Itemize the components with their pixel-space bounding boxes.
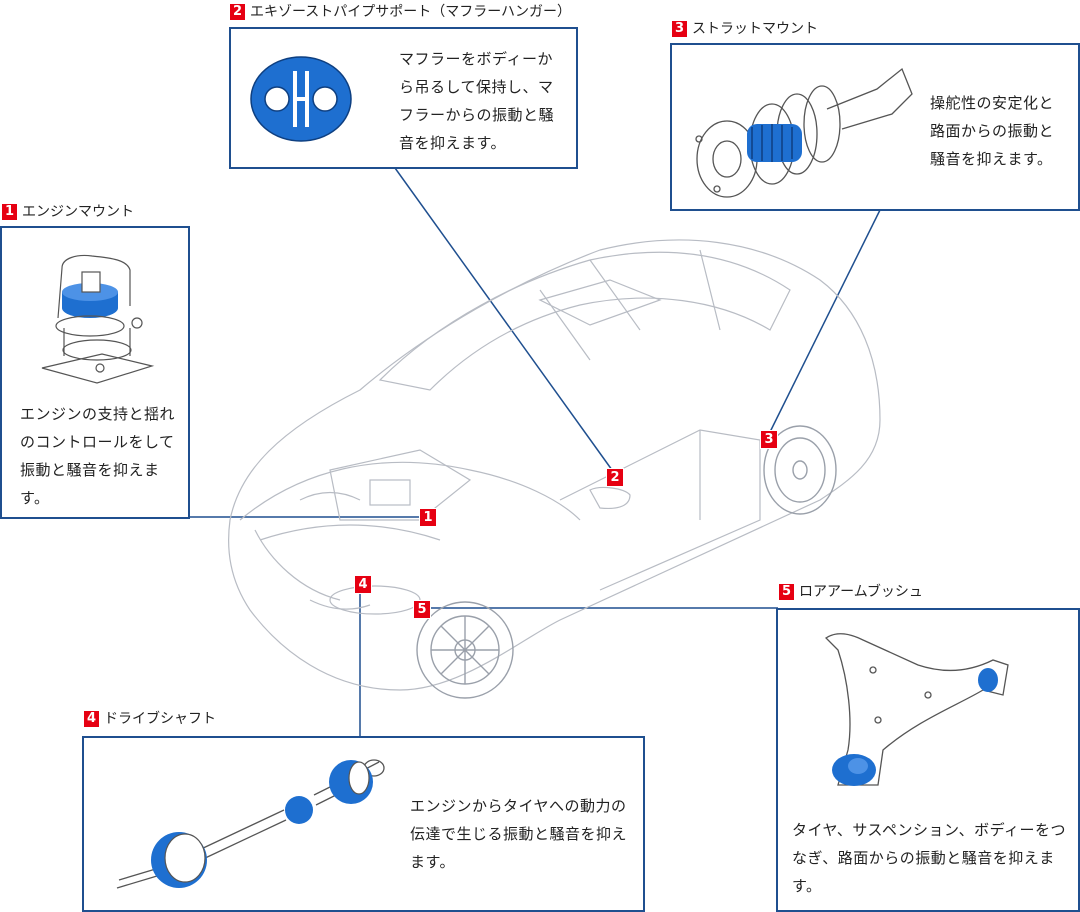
part-4-label: 4 ドライブシャフト	[84, 710, 216, 728]
part-4-box: エンジンからタイヤへの動力の伝達で生じる振動と騒音を抑えます。	[82, 736, 645, 912]
marker-5: 5	[413, 600, 431, 619]
part-3-box: 操舵性の安定化と路面からの振動と騒音を抑えます。	[670, 43, 1080, 211]
part-5-description: タイヤ、サスペンション、ボディーをつなぎ、路面からの振動と騒音を抑えます。	[792, 821, 1067, 895]
part-1-number: 1	[2, 204, 17, 220]
part-5-label: 5 ロアアームブッシュ	[779, 583, 923, 601]
part-3-label: 3 ストラットマウント	[672, 20, 818, 38]
drive-shaft-icon	[116, 759, 385, 889]
marker-1: 1	[419, 508, 437, 527]
part-1-description: エンジンの支持と揺れのコントロールをして振動と騒音を抑えます。	[20, 405, 176, 507]
marker-3: 3	[760, 430, 778, 449]
part-3-number: 3	[672, 21, 687, 37]
part-2-number: 2	[230, 4, 245, 20]
marker-4: 4	[354, 575, 372, 594]
part-1-title: エンジンマウント	[22, 204, 134, 220]
connector-line-3	[769, 209, 881, 433]
part-3-title: ストラットマウント	[692, 21, 818, 37]
part-5-title: ロアアームブッシュ	[799, 584, 923, 600]
part-5-box: タイヤ、サスペンション、ボディーをつなぎ、路面からの振動と騒音を抑えます。	[776, 608, 1080, 912]
part-4-title: ドライブシャフト	[104, 711, 216, 727]
part-1-box: エンジンの支持と揺れのコントロールをして振動と騒音を抑えます。	[0, 226, 190, 519]
part-2-description: マフラーをボディーから吊るして保持し、マフラーからの振動と騒音を抑えます。	[399, 50, 555, 152]
engine-mount-icon	[41, 254, 155, 384]
part-2-label: 2 エキゾーストパイプサポート（マフラーハンガー）	[230, 3, 571, 21]
part-2-title: エキゾーストパイプサポート（マフラーハンガー）	[250, 4, 572, 20]
muffler-hanger-icon	[250, 56, 352, 142]
strut-mount-icon	[695, 67, 913, 198]
part-4-description: エンジンからタイヤへの動力の伝達で生じる振動と騒音を抑えます。	[410, 797, 628, 871]
part-3-description: 操舵性の安定化と路面からの振動と騒音を抑えます。	[930, 94, 1055, 168]
lower-arm-icon	[824, 633, 1009, 786]
part-1-label: 1 エンジンマウント	[2, 203, 134, 221]
connector-line-2	[394, 167, 613, 471]
part-5-number: 5	[779, 584, 794, 600]
part-4-number: 4	[84, 711, 99, 727]
part-2-box: マフラーをボディーから吊るして保持し、マフラーからの振動と騒音を抑えます。	[229, 27, 578, 169]
marker-2: 2	[606, 468, 624, 487]
